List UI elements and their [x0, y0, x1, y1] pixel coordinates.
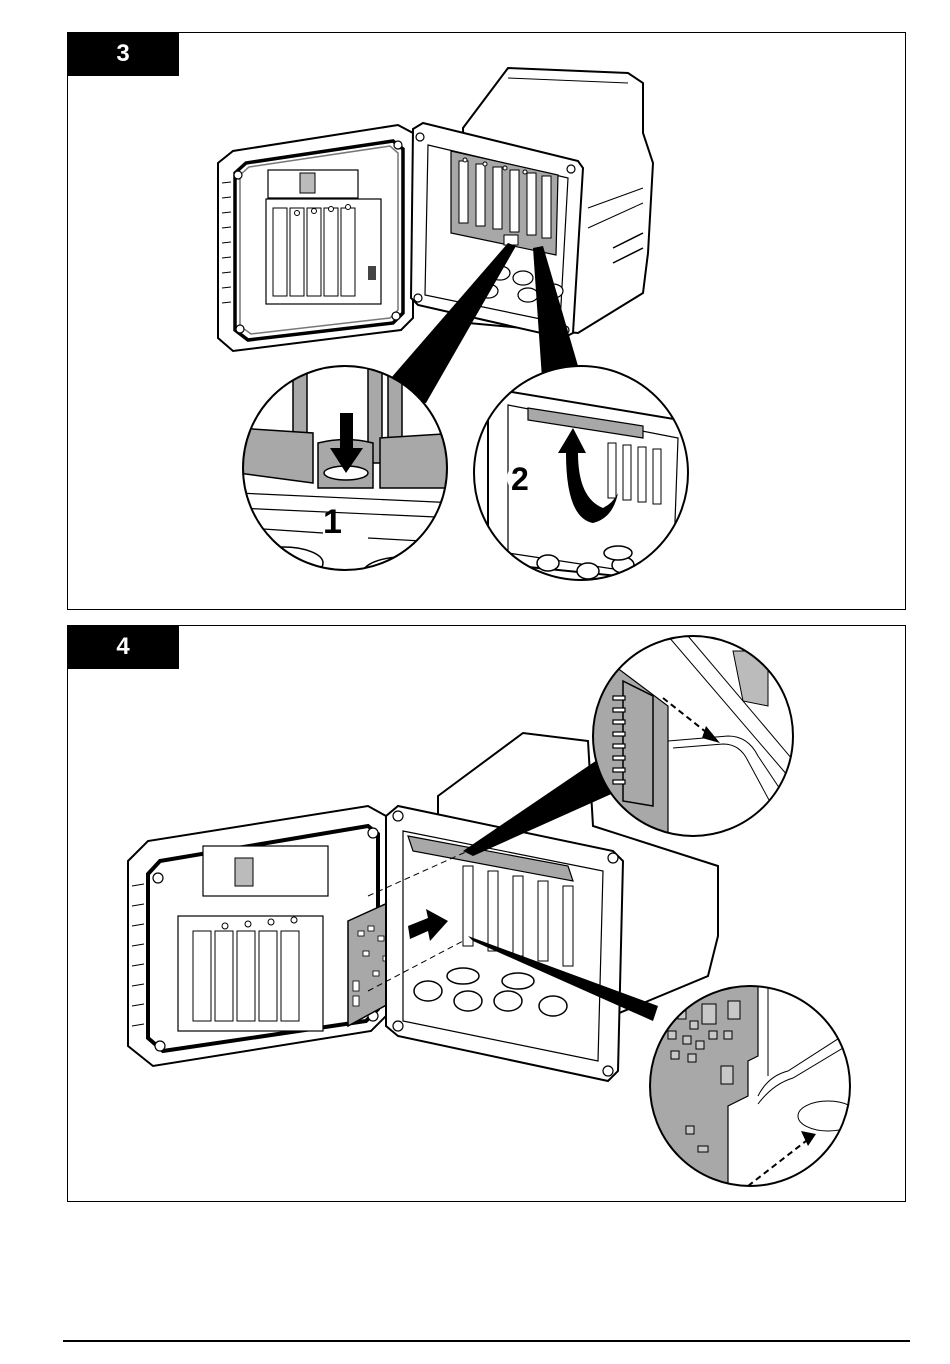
callout-label-1: 1 [323, 503, 342, 541]
step-4-illustration [68, 626, 907, 1203]
detail-circle-2: 2 [474, 366, 698, 586]
callout-label-2: 2 [511, 461, 529, 497]
enclosure-body-open [386, 806, 623, 1081]
enclosure-door [218, 125, 413, 351]
step-3-illustration: 1 [68, 33, 907, 611]
detail-circle-board-edge [648, 986, 863, 1203]
step-3-panel: 3 [67, 32, 906, 610]
step-4-panel: 4 [67, 625, 906, 1202]
footer-divider [63, 1340, 910, 1342]
detail-circle-connector [588, 636, 798, 846]
